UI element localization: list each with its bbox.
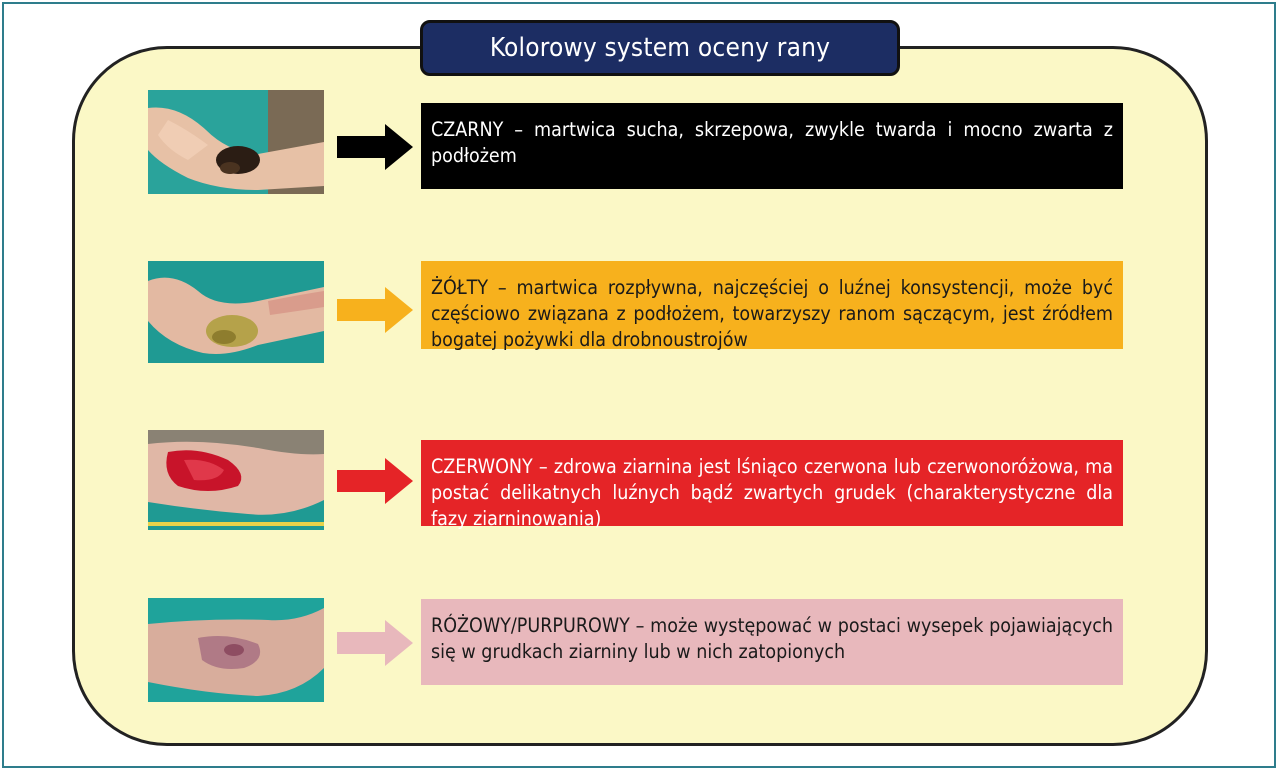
description-yellow: ŻÓŁTY – martwica rozpływna, najczęściej … — [421, 261, 1123, 351]
description-text: CZARNY – martwica sucha, skrzepowa, zwyk… — [431, 118, 1113, 167]
description-text: ŻÓŁTY – martwica rozpływna, najczęściej … — [431, 276, 1113, 351]
wound-photo-red — [148, 430, 324, 530]
description-text: CZERWONY – zdrowa ziarnina jest lśniąco … — [431, 455, 1113, 530]
description-pink: RÓŻOWY/PURPUROWY – może występować w pos… — [421, 599, 1123, 685]
arrow-yellow — [337, 287, 413, 333]
arrow-pink — [337, 620, 413, 666]
arrow-shape — [337, 620, 413, 666]
wound-photo-black — [148, 90, 324, 194]
arrow-red — [337, 458, 413, 504]
arrow-shape — [337, 458, 413, 504]
description-red: CZERWONY – zdrowa ziarnina jest lśniąco … — [421, 440, 1123, 530]
wound-photo-pink — [148, 598, 324, 702]
arrow-shape — [337, 287, 413, 333]
description-black: CZARNY – martwica sucha, skrzepowa, zwyk… — [421, 103, 1123, 189]
diagram-title: Kolorowy system oceny rany — [420, 20, 900, 76]
description-text: RÓŻOWY/PURPUROWY – może występować w pos… — [431, 614, 1113, 663]
arrow-black — [337, 124, 413, 170]
arrow-shape — [337, 124, 413, 170]
wound-photo-yellow — [148, 261, 324, 363]
